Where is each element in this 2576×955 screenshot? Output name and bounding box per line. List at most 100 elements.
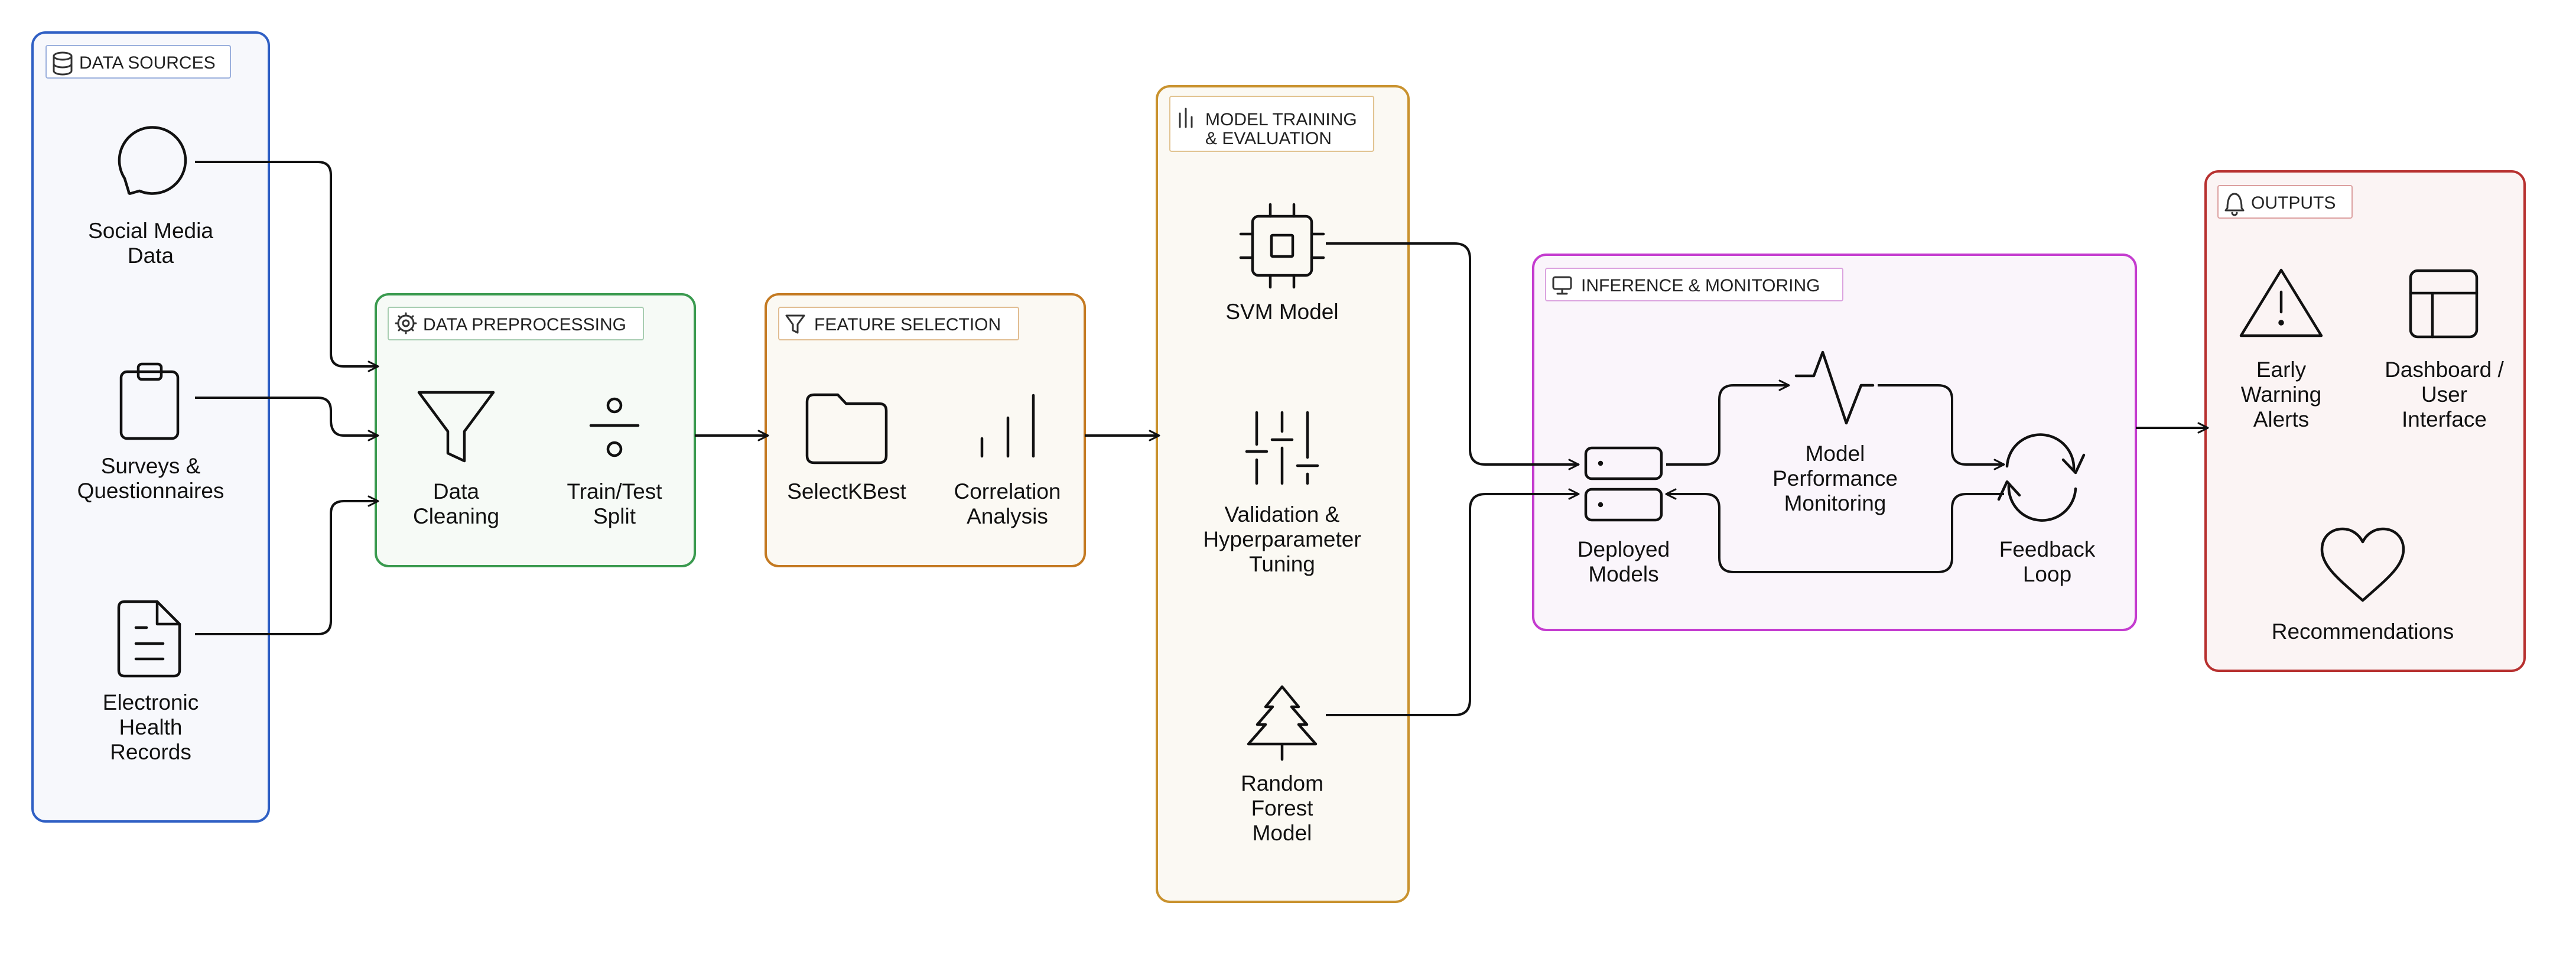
node-label: Early	[2256, 358, 2307, 382]
node-label: Analysis	[967, 504, 1048, 528]
bell-icon	[2224, 193, 2245, 216]
node-label: Data	[128, 243, 174, 268]
node-deployed-models[interactable]: Deployed Models	[1578, 446, 1670, 586]
model-training-title-tag: MODEL TRAINING & EVALUATION	[1169, 96, 1374, 152]
node-random-forest-model[interactable]: Random Forest Model	[1241, 685, 1323, 845]
warning-triangle-icon	[2239, 268, 2323, 337]
database-icon	[53, 51, 73, 76]
folder-icon	[805, 393, 888, 464]
edge-rf-to-deployed	[1326, 488, 1580, 716]
sliders-icon	[1245, 411, 1319, 485]
node-label: Recommendations	[2272, 619, 2454, 644]
filter-icon	[785, 314, 805, 334]
edge-ehr-to-preprocessing	[195, 495, 379, 635]
clipboard-icon	[119, 362, 180, 440]
funnel-icon	[417, 391, 495, 463]
node-label: Data	[433, 479, 480, 504]
node-surveys-questionnaires[interactable]: Surveys & Questionnaires	[77, 362, 225, 503]
edge-feedback-to-deployed	[1665, 488, 2004, 573]
gear-icon	[395, 312, 417, 334]
node-label: Alerts	[2253, 407, 2310, 431]
node-feedback-loop[interactable]: Feedback Loop	[1997, 433, 2096, 586]
bar-chart-icon	[980, 394, 1035, 458]
node-label: Performance	[1772, 466, 1898, 491]
outputs-title-tag: OUTPUTS	[2217, 185, 2353, 219]
edge-svm-to-deployed	[1326, 242, 1580, 470]
node-label: Tuning	[1249, 552, 1315, 576]
node-label: Interface	[2402, 407, 2487, 431]
node-label: Questionnaires	[77, 479, 225, 503]
node-electronic-health-records[interactable]: Electronic Health Records	[103, 600, 199, 764]
feature-selection-title-tag: FEATURE SELECTION	[778, 307, 1019, 340]
bar-chart-icon	[1179, 108, 1193, 128]
edge-surveys-to-preprocessing	[195, 397, 379, 441]
data-sources-group	[31, 31, 270, 823]
edge-social-to-preprocessing	[195, 161, 379, 372]
node-label: Models	[1588, 562, 1658, 586]
monitor-icon	[1552, 276, 1572, 295]
preprocessing-title-tag: DATA PREPROCESSING	[388, 307, 644, 340]
node-dashboard-user-interface[interactable]: Dashboard / User Interface	[2385, 269, 2504, 431]
inference-title-tag: INFERENCE & MONITORING	[1545, 268, 1843, 301]
node-svm-model[interactable]: SVM Model	[1225, 203, 1339, 324]
model-training-title-line2: & EVALUATION	[1205, 129, 1332, 148]
cpu-chip-icon	[1239, 203, 1325, 289]
node-label: Validation &	[1225, 502, 1340, 527]
node-validation-tuning[interactable]: Validation & Hyperparameter Tuning	[1203, 411, 1361, 576]
heart-icon	[2320, 527, 2405, 602]
edge-monitoring-to-feedback	[1878, 384, 2005, 470]
outputs-group	[2204, 170, 2526, 672]
data-sources-title-tag: DATA SOURCES	[45, 45, 231, 79]
model-training-group	[1156, 85, 1410, 903]
node-label: Model	[1253, 821, 1312, 845]
chat-bubble-icon	[118, 126, 187, 195]
node-label: Hyperparameter	[1203, 527, 1361, 551]
edges	[195, 161, 2209, 716]
node-label: Monitoring	[1784, 491, 1887, 515]
node-label: Random	[1241, 771, 1323, 795]
data-sources-title: DATA SOURCES	[79, 53, 216, 73]
outputs-title: OUTPUTS	[2251, 193, 2336, 213]
edge-deployed-to-monitoring	[1666, 379, 1790, 466]
node-label: Split	[593, 504, 636, 528]
node-performance-monitoring[interactable]: Model Performance Monitoring	[1772, 350, 1898, 515]
server-icon	[1584, 446, 1663, 522]
node-label: Social Media	[88, 219, 213, 243]
node-label: Feedback	[1999, 537, 2096, 561]
node-train-test-split[interactable]: Train/Test Split	[567, 397, 662, 528]
pulse-icon	[1794, 350, 1875, 425]
node-social-media-data[interactable]: Social Media Data	[88, 126, 213, 268]
node-label: Health	[119, 715, 183, 739]
node-label: User	[2421, 382, 2467, 407]
model-training-title-line1: MODEL TRAINING	[1205, 110, 1357, 129]
node-label: Loop	[2023, 562, 2071, 586]
node-label: Forest	[1251, 796, 1314, 820]
preprocessing-title: DATA PREPROCESSING	[423, 315, 626, 334]
node-label: Surveys &	[101, 454, 201, 478]
node-selectkbest[interactable]: SelectKBest	[787, 393, 906, 504]
node-label: Records	[110, 740, 191, 764]
node-label: Electronic	[103, 690, 199, 714]
node-label: Deployed	[1578, 537, 1670, 561]
node-early-warning-alerts[interactable]: Early Warning Alerts	[2239, 268, 2323, 431]
inference-group	[1532, 254, 2137, 631]
node-label: Cleaning	[413, 504, 499, 528]
inference-title: INFERENCE & MONITORING	[1581, 276, 1820, 295]
tree-icon	[1247, 685, 1318, 761]
node-recommendations[interactable]: Recommendations	[2272, 527, 2454, 644]
node-data-cleaning[interactable]: Data Cleaning	[413, 391, 499, 528]
node-correlation-analysis[interactable]: Correlation Analysis	[954, 394, 1061, 528]
node-label: Warning	[2241, 382, 2321, 407]
node-label: Correlation	[954, 479, 1061, 504]
node-label: SelectKBest	[787, 479, 906, 504]
node-label: Dashboard /	[2385, 358, 2504, 382]
refresh-icon	[1997, 433, 2086, 522]
feature-selection-title: FEATURE SELECTION	[814, 315, 1001, 334]
node-label: Model	[1806, 441, 1865, 466]
document-icon	[117, 600, 181, 678]
node-label: SVM Model	[1225, 300, 1338, 324]
dashboard-layout-icon	[2409, 269, 2479, 339]
divide-icon	[589, 397, 640, 457]
node-label: Train/Test	[567, 479, 662, 504]
